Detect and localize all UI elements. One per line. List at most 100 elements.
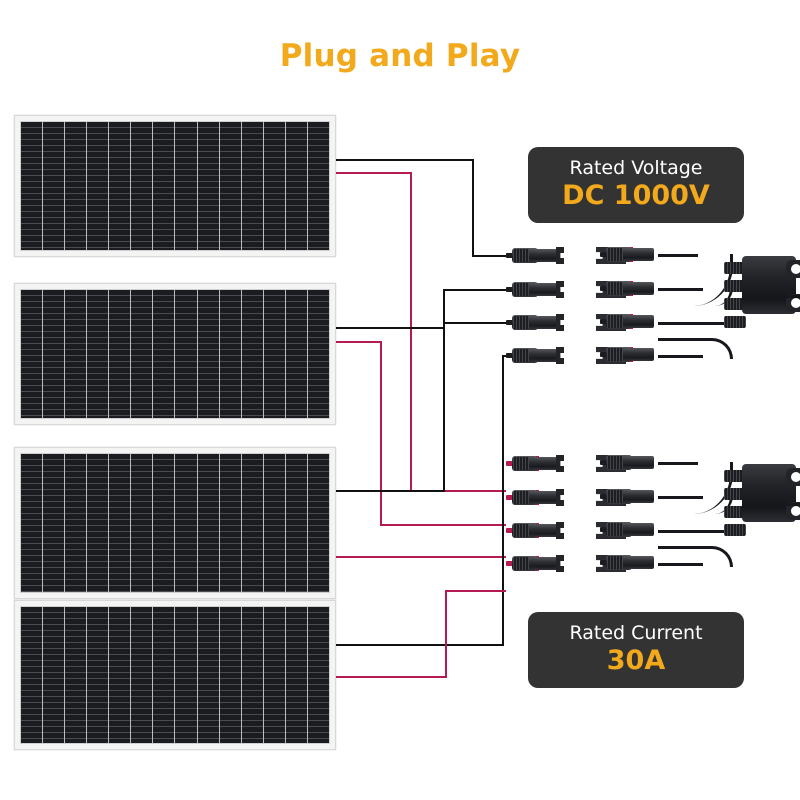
mc4-barrel [629,315,654,328]
mc4-latch-notch [556,489,564,506]
panel-cell-column [197,290,219,418]
branch-input-connector-lower-4[interactable] [600,554,658,571]
mc4-grip-ribs [513,283,529,296]
wire-panel3-negative-v [443,322,445,492]
mc4-barrel [535,349,560,362]
page-title: Plug and Play [279,38,521,74]
mc4-connector-negative-1[interactable] [506,247,564,264]
panel-cell-column [219,122,241,250]
panel-cell-column [43,607,65,743]
branch-cable-1 [658,462,698,465]
mc4-grip-ribs [513,491,529,504]
branch-input-connector-upper-4[interactable] [600,346,658,363]
wire-panel3-positive-h1 [336,556,506,558]
wire-panel4-negative-v [502,355,504,646]
panel-cell-column [43,122,65,250]
branch-input-connector-upper-1[interactable] [600,246,658,263]
mc4-connector-negative-4[interactable] [506,347,564,364]
solar-panel-4 [14,600,336,750]
panel-cell-column [197,607,219,743]
panel-cell-column [219,290,241,418]
wire-panel4-negative-h1 [336,644,504,646]
mc4-cable-tail [600,286,608,291]
panel-cell-column [307,122,329,250]
wire-panel2-positive-h1 [336,341,382,343]
branch-mount-ear-bottom [786,294,800,312]
mc4-latch-notch [556,555,564,572]
branch-port-2 [724,280,746,292]
branch-cable-2 [658,496,703,499]
mc4-cable-tail [600,352,608,357]
mc4-barrel [535,457,560,470]
panel-cell-column [21,454,43,592]
panel-cell-column [175,454,197,592]
branch-input-connector-upper-2[interactable] [600,280,658,297]
panel-cell-column [109,607,131,743]
branch-input-connector-lower-1[interactable] [600,454,658,471]
panel-cell-column [21,122,43,250]
panel-cell-column [65,607,87,743]
mc4-connector-negative-3[interactable] [506,314,564,331]
mc4-latch-notch [556,314,564,331]
branch-mount-hole [791,506,800,516]
panel-cell-array [20,453,330,593]
branch-connector-upper[interactable] [596,238,800,368]
mc4-connector-positive-1[interactable] [506,455,564,472]
solar-panel-1 [14,115,336,257]
panel-cell-column [65,122,87,250]
mc4-connector-positive-3[interactable] [506,522,564,539]
panel-cell-column [241,607,263,743]
panel-cell-column [131,122,153,250]
panel-cell-column [153,122,175,250]
panel-cell-array [20,606,330,744]
mc4-grip-ribs [607,456,623,469]
branch-cable-3 [658,530,734,533]
branch-cable-4 [658,355,703,358]
panel-cell-grid [21,122,329,250]
panel-cell-column [87,122,109,250]
mc4-barrel [535,491,560,504]
mc4-connector-positive-2[interactable] [506,489,564,506]
mc4-cable-tail [506,353,514,358]
branch-input-connector-lower-3[interactable] [600,521,658,538]
panel-cell-column [21,290,43,418]
panel-cell-column [175,290,197,418]
branch-mount-ear-bottom [786,502,800,520]
panel-cell-column [285,122,307,250]
panel-cell-grid [21,454,329,592]
branch-cable-3 [658,322,734,325]
mc4-connector-positive-4[interactable] [506,555,564,572]
panel-cell-column [87,607,109,743]
panel-cell-column [307,607,329,743]
panel-cell-column [241,454,263,592]
panel-cell-column [175,607,197,743]
panel-cell-grid [21,607,329,743]
branch-mount-ear-top [786,260,800,278]
wire-panel1-negative-h2 [472,255,506,257]
mc4-grip-ribs [607,315,623,328]
mc4-grip-ribs [607,490,623,503]
mc4-connector-negative-2[interactable] [506,281,564,298]
panel-cell-column [241,122,263,250]
panel-cell-column [241,290,263,418]
mc4-barrel [535,557,560,570]
panel-cell-column [219,607,241,743]
branch-port-4 [724,524,746,536]
branch-input-connector-lower-2[interactable] [600,488,658,505]
branch-connector-lower[interactable] [596,446,800,576]
mc4-latch-notch [556,281,564,298]
branch-port-3 [724,298,746,310]
branch-input-connector-upper-3[interactable] [600,313,658,330]
wire-panel2-negative-v [443,289,445,329]
mc4-cable-tail [600,494,608,499]
panel-cell-array [20,121,330,251]
branch-port-4 [724,316,746,328]
panel-cell-column [43,454,65,592]
mc4-grip-ribs [513,524,529,537]
mc4-grip-ribs [513,457,529,470]
solar-panel-3 [14,447,336,599]
wire-panel2-positive-h2 [380,524,506,526]
spec-card-rated-voltage: Rated Voltage DC 1000V [528,147,744,223]
mc4-cable-tail [506,253,514,258]
mc4-cable-tail [506,528,514,533]
